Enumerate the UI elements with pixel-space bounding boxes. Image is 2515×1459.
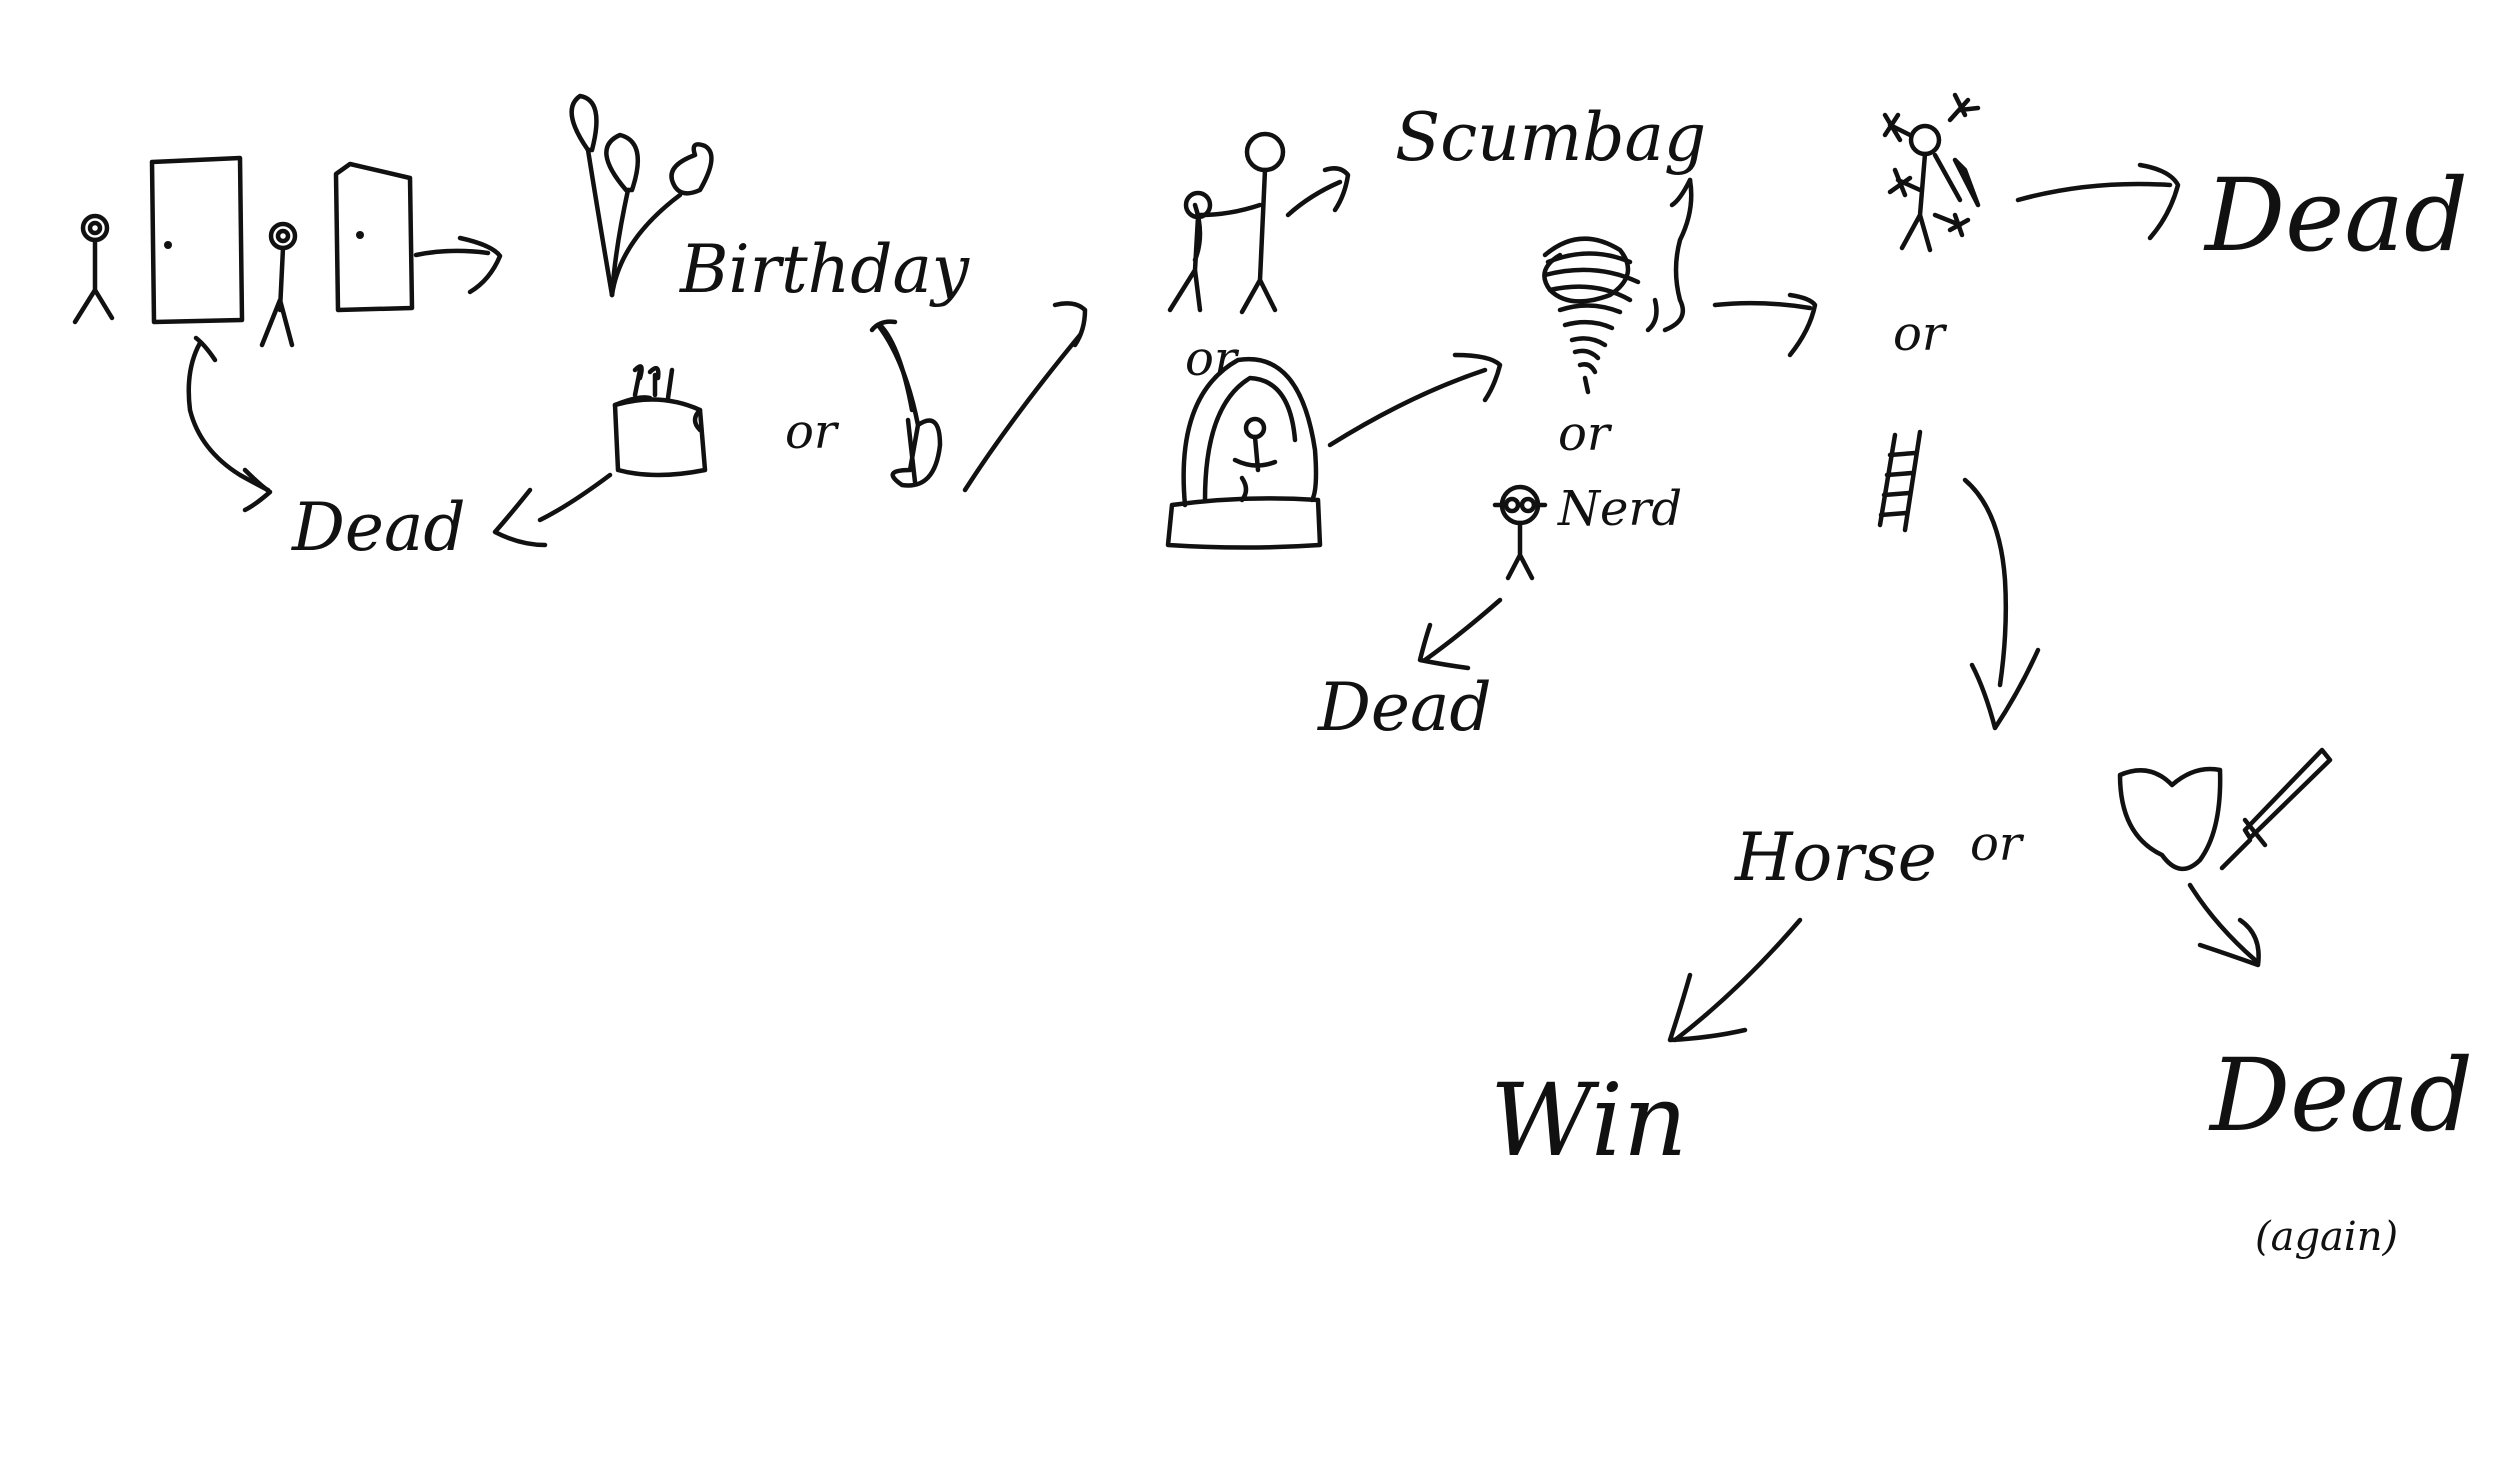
- or-label-5: or: [1970, 816, 2025, 872]
- or-label-1: or: [785, 404, 840, 460]
- arrow: [1417, 597, 1503, 671]
- door-icon: [149, 155, 245, 325]
- scumbag-figures-icon: [1167, 131, 1286, 315]
- stick-figure-icon: [259, 221, 298, 348]
- or-label-3: or: [1558, 406, 1613, 462]
- arrow: [186, 335, 273, 513]
- tornado-icon: [1542, 177, 1694, 395]
- igloo-icon: [1165, 356, 1323, 550]
- dead-label-4: Dead: [2208, 1037, 2473, 1154]
- win-label: Win: [1490, 1062, 1687, 1179]
- ladder-icon: [1877, 429, 1923, 533]
- door-icon: [333, 161, 415, 313]
- scumbag-label: Scumbag: [1395, 99, 1706, 176]
- arrow: [2187, 882, 2261, 968]
- again-label: (again): [2255, 1214, 2398, 1260]
- arrow: [492, 472, 613, 548]
- arrow: [2015, 162, 2181, 241]
- horse-label: Horse: [1734, 819, 1937, 896]
- balloons-icon: [569, 93, 714, 298]
- stick-figure-icon: [72, 213, 115, 325]
- dead-label-1: Dead: [291, 489, 466, 566]
- arrow-hit-figure-icon: [1882, 92, 1981, 253]
- or-label-4: or: [1893, 306, 1948, 362]
- dagger-icon: [2219, 747, 2333, 871]
- arrow: [1962, 477, 2041, 731]
- nerd-figure-icon: [1492, 484, 1548, 581]
- birthday-label: Birthday: [679, 231, 970, 308]
- arrow: [413, 235, 503, 295]
- arrow: [962, 301, 1088, 493]
- arrow: [1712, 292, 1818, 358]
- dead-label-3: Dead: [2203, 157, 2468, 274]
- dead-label-2: Dead: [1317, 669, 1492, 746]
- arrow: [1285, 166, 1351, 218]
- shield-icon: [2117, 766, 2223, 871]
- birthday-cake-icon: [612, 364, 708, 478]
- nerd-label: Nerd: [1557, 481, 1682, 537]
- arrow: [1327, 352, 1503, 448]
- sword-icon: [869, 319, 943, 488]
- arrow: [1667, 917, 1803, 1043]
